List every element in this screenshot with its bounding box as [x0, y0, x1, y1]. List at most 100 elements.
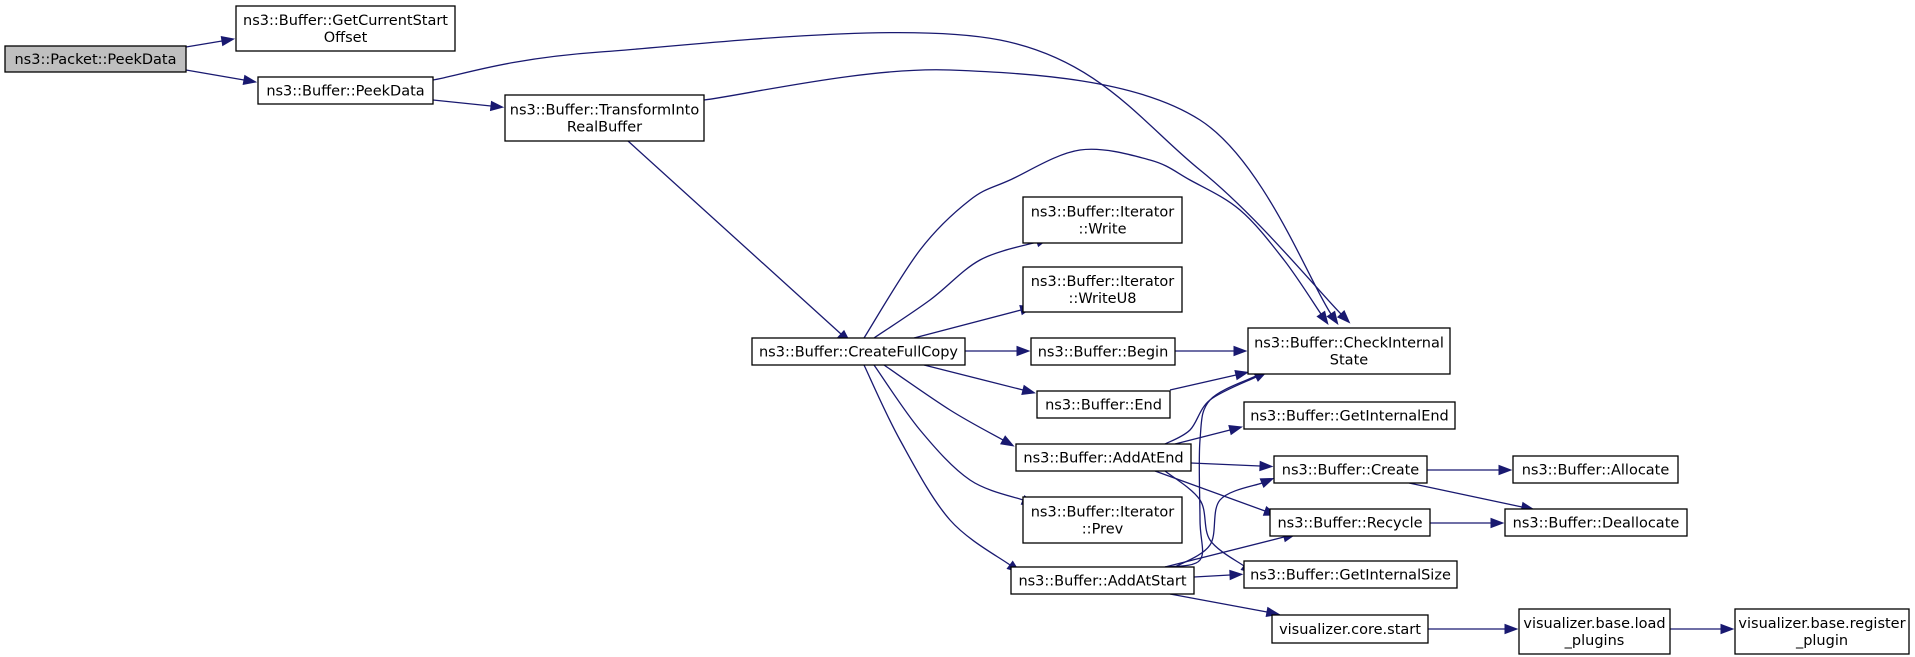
node-iterator_writeu8[interactable]: ns3::Buffer::Iterator::WriteU8 — [1022, 266, 1183, 313]
node-box[interactable] — [1030, 337, 1176, 366]
arrowhead-icon — [1259, 460, 1274, 472]
node-box[interactable] — [1504, 508, 1688, 537]
node-box[interactable] — [1269, 508, 1431, 537]
node-box[interactable] — [1015, 443, 1192, 472]
nodes-layer: ns3::Packet::PeekData ns3::Buffer::GetCur… — [4, 5, 1910, 655]
edge-transformintorealbuffer-to-createfullcopy — [627, 140, 851, 344]
edge-addatstart-to-getinternalsize — [1193, 569, 1244, 581]
node-create[interactable]: ns3::Buffer::Create — [1273, 455, 1428, 484]
arrowhead-icon — [1000, 435, 1015, 447]
arrowhead-icon — [1234, 370, 1250, 381]
node-visualizer_core_start[interactable]: visualizer.core.start — [1271, 614, 1429, 644]
node-label: ns3::Buffer::GetCurrentStart — [243, 13, 448, 29]
edge-line — [923, 364, 1024, 391]
node-deallocate[interactable]: ns3::Buffer::Deallocate — [1504, 508, 1688, 537]
edge-visualizer_core_start-to-load_plugins — [1428, 623, 1519, 635]
node-getinternalsize[interactable]: ns3::Buffer::GetInternalSize — [1243, 560, 1458, 589]
edge-createfullcopy-to-iterator_writeu8 — [913, 305, 1034, 339]
node-label: _plugins — [1564, 633, 1625, 649]
edge-createfullcopy-to-end — [923, 364, 1036, 395]
node-label: ns3::Buffer::AddAtStart — [1018, 574, 1186, 590]
node-box[interactable] — [1036, 390, 1171, 419]
node-box[interactable] — [1512, 455, 1679, 484]
node-label: ns3::Buffer::GetInternalEnd — [1250, 409, 1449, 425]
node-label: ns3::Buffer::AddAtEnd — [1023, 451, 1183, 467]
node-label: ns3::Buffer::GetInternalSize — [1250, 568, 1451, 584]
edge-addatend-to-getinternalend — [1174, 425, 1243, 445]
node-begin[interactable]: ns3::Buffer::Begin — [1030, 337, 1176, 366]
node-recycle[interactable]: ns3::Buffer::Recycle — [1269, 508, 1431, 537]
node-label: ns3::Packet::PeekData — [14, 52, 176, 68]
node-label: ns3::Buffer::PeekData — [266, 84, 424, 100]
node-label: ns3::Buffer::Allocate — [1522, 463, 1670, 479]
node-box[interactable] — [1022, 266, 1183, 313]
edge-createfullcopy-to-iterator_write — [873, 237, 1050, 339]
edge-line — [1174, 482, 1263, 568]
node-addatend[interactable]: ns3::Buffer::AddAtEnd — [1015, 443, 1192, 472]
node-box[interactable] — [1734, 608, 1910, 655]
node-box[interactable] — [1022, 196, 1183, 244]
edge-line — [863, 148, 1322, 339]
node-register_plugin[interactable]: visualizer.base.register_plugin — [1734, 608, 1910, 655]
edge-line — [1164, 470, 1245, 567]
node-label: ns3::Buffer::CheckInternal — [1254, 336, 1444, 352]
edge-line — [185, 40, 223, 48]
arrowhead-icon — [1504, 623, 1519, 635]
node-box[interactable] — [1273, 455, 1428, 484]
arrowhead-icon — [1016, 345, 1031, 357]
node-box[interactable] — [504, 94, 705, 142]
node-box[interactable] — [4, 45, 187, 73]
node-box[interactable] — [1010, 566, 1195, 595]
arrowhead-icon — [1259, 477, 1275, 489]
edge-buffer_peekdata-to-transformintorealbuffer — [432, 99, 505, 112]
arrowhead-icon — [242, 74, 258, 86]
edge-createfullcopy-to-iterator_prev — [873, 364, 1036, 505]
node-addatstart[interactable]: ns3::Buffer::AddAtStart — [1010, 566, 1195, 595]
arrowhead-icon — [1316, 310, 1329, 326]
edge-line — [1164, 375, 1257, 568]
node-buffer_peekdata[interactable]: ns3::Buffer::PeekData — [257, 76, 434, 105]
node-box[interactable] — [1518, 608, 1671, 655]
node-load_plugins[interactable]: visualizer.base.load_plugins — [1518, 608, 1671, 655]
node-box[interactable] — [1247, 327, 1451, 375]
edge-line — [1193, 574, 1231, 578]
node-box[interactable] — [257, 76, 434, 105]
node-label: Offset — [324, 30, 368, 46]
node-box[interactable] — [1022, 496, 1183, 544]
node-label: State — [1330, 353, 1368, 369]
node-label: _plugin — [1795, 633, 1848, 649]
node-label: RealBuffer — [567, 120, 642, 136]
edge-line — [627, 140, 842, 335]
edge-addatend-to-create — [1190, 460, 1274, 472]
edge-createfullcopy-to-begin — [965, 345, 1031, 357]
arrowhead-icon — [489, 100, 505, 112]
edge-line — [913, 309, 1022, 339]
edge-line — [1164, 536, 1285, 568]
arrowhead-icon — [1490, 517, 1505, 529]
node-box[interactable] — [1271, 614, 1429, 644]
node-getinternalend[interactable]: ns3::Buffer::GetInternalEnd — [1243, 401, 1456, 430]
node-packet_peekdata[interactable]: ns3::Packet::PeekData — [4, 45, 187, 73]
arrowhead-icon — [1336, 310, 1351, 324]
node-label: ns3::Buffer::Recycle — [1277, 516, 1422, 532]
node-iterator_prev[interactable]: ns3::Buffer::Iterator::Prev — [1022, 496, 1183, 544]
edge-line — [863, 364, 1011, 566]
node-box[interactable] — [1243, 560, 1458, 589]
node-iterator_write[interactable]: ns3::Buffer::Iterator::Write — [1022, 196, 1183, 244]
edge-line — [185, 69, 245, 81]
node-label: ns3::Buffer::End — [1045, 398, 1162, 414]
node-createfullcopy[interactable]: ns3::Buffer::CreateFullCopy — [751, 337, 966, 366]
node-end[interactable]: ns3::Buffer::End — [1036, 390, 1171, 419]
node-box[interactable] — [1243, 401, 1456, 430]
node-label: visualizer.base.register — [1738, 616, 1905, 632]
node-box[interactable] — [235, 5, 456, 52]
edge-create-to-allocate — [1427, 464, 1513, 476]
edge-line — [1169, 593, 1268, 613]
node-allocate[interactable]: ns3::Buffer::Allocate — [1512, 455, 1679, 484]
node-box[interactable] — [751, 337, 966, 366]
arrowhead-icon — [1326, 310, 1339, 326]
